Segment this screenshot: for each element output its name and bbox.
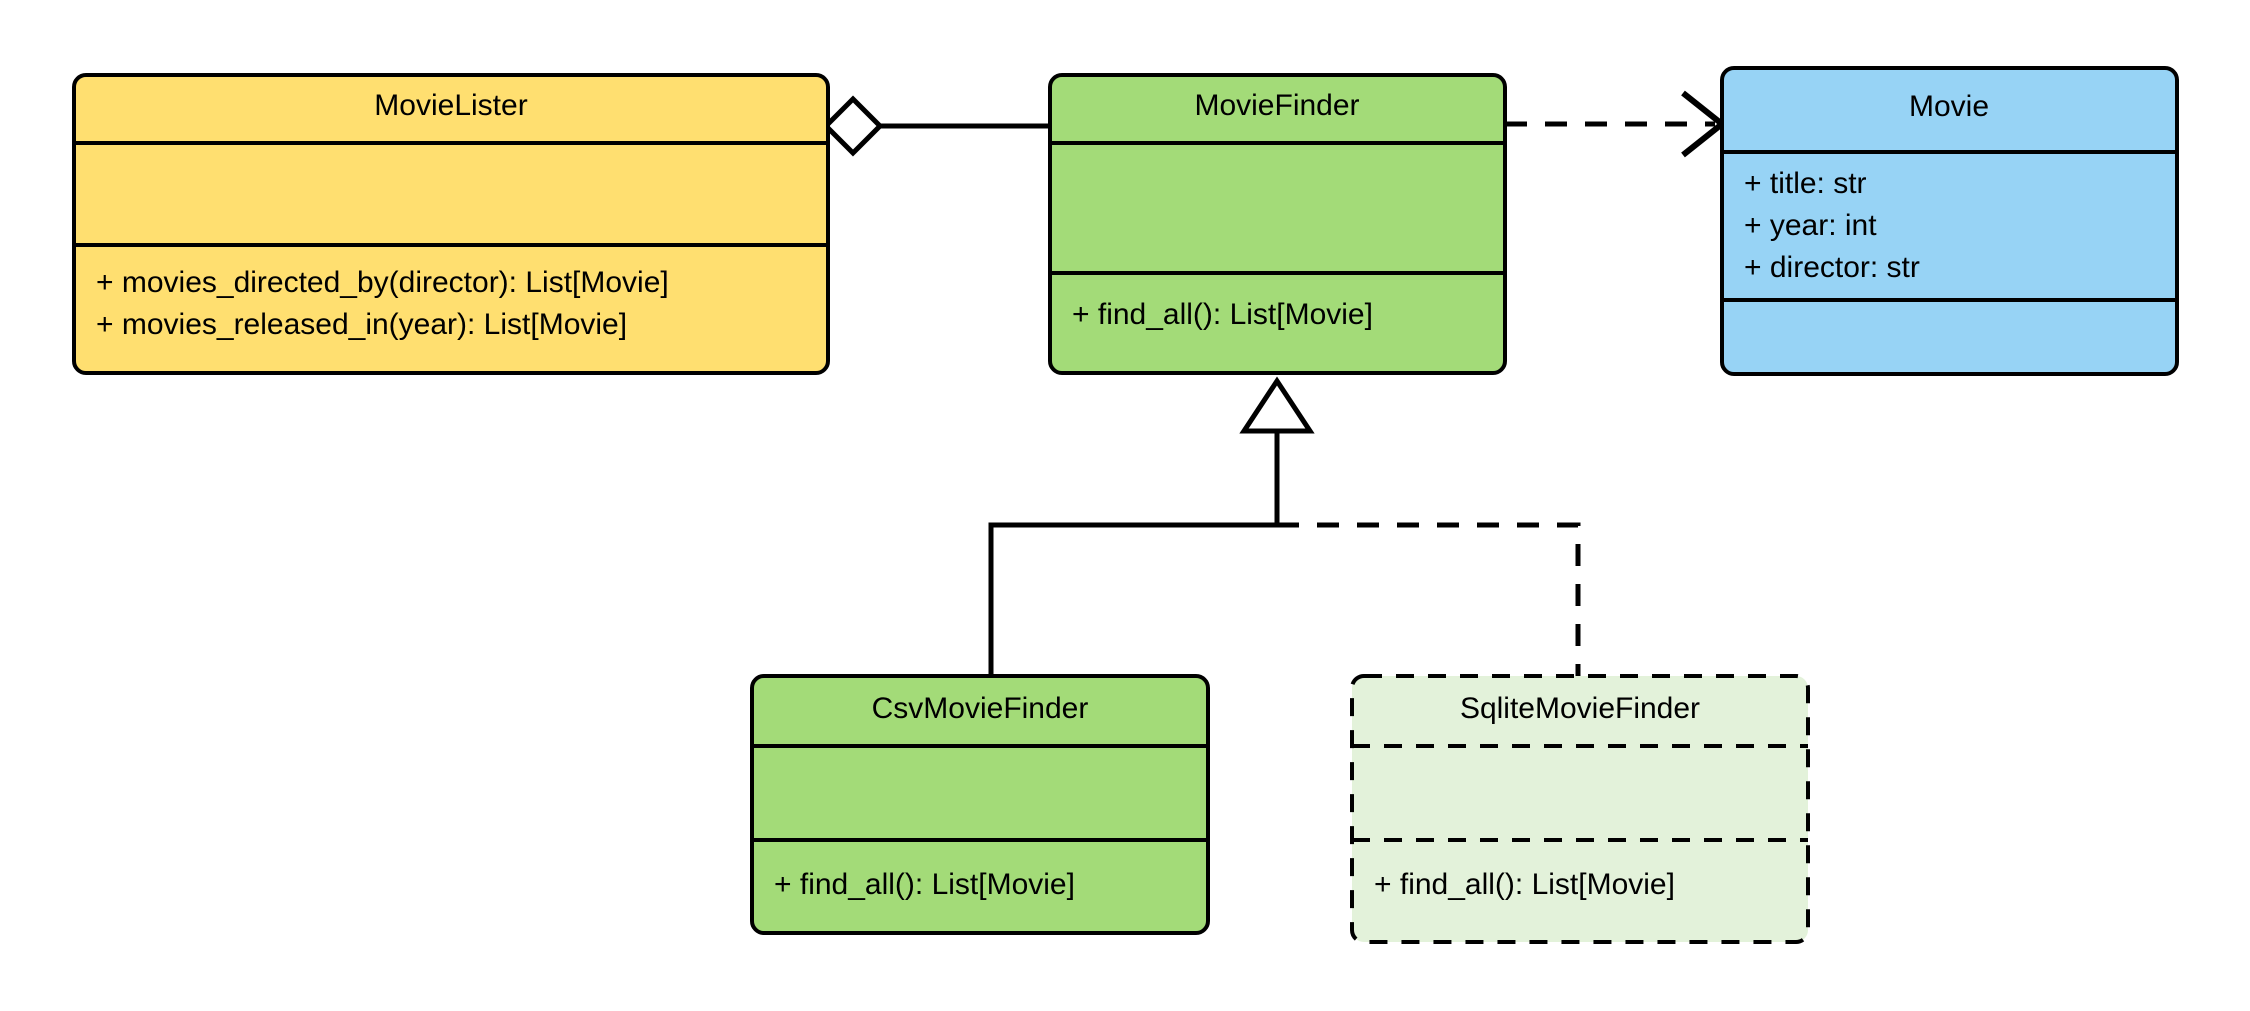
hollow-diamond-icon <box>822 95 884 157</box>
sqlite-movie-finder-method-0: + find_all(): List[Movie] <box>1374 868 1675 901</box>
class-box-movie-lister[interactable]: MovieLister + movies_directed_by(directo… <box>72 73 830 375</box>
relationship-generalization-sqlite[interactable] <box>1277 522 1581 676</box>
csv-movie-finder-method-0: + find_all(): List[Movie] <box>774 868 1075 901</box>
movie-lister-title: MovieLister <box>374 89 527 122</box>
movie-lister-body <box>72 73 830 375</box>
csv-movie-finder-title: CsvMovieFinder <box>872 692 1089 725</box>
movie-body <box>1720 66 2179 376</box>
movie-finder-title: MovieFinder <box>1194 89 1359 122</box>
movie-attribute-2: + director: str <box>1744 251 1920 284</box>
class-box-movie[interactable]: Movie + title: str + year: int + directo… <box>1720 66 2179 376</box>
class-box-sqlite-movie-finder[interactable]: SqliteMovieFinder + find_all(): List[Mov… <box>1350 674 1810 944</box>
relationship-dependency-finder-movie[interactable] <box>1505 90 1727 158</box>
relationship-generalization-trunk <box>1239 376 1315 525</box>
relationship-generalization-csv[interactable] <box>988 522 1277 676</box>
csv-movie-finder-body <box>750 674 1210 935</box>
sqlite-movie-finder-body <box>1350 674 1810 944</box>
movie-attribute-1: + year: int <box>1744 209 1877 242</box>
hollow-triangle-icon <box>1239 376 1315 434</box>
movie-lister-method-0: + movies_directed_by(director): List[Mov… <box>96 266 669 299</box>
movie-lister-method-1: + movies_released_in(year): List[Movie] <box>96 308 627 341</box>
sqlite-movie-finder-title: SqliteMovieFinder <box>1460 692 1700 725</box>
generalization-line-csv <box>988 522 1277 676</box>
movie-finder-body <box>1048 73 1507 375</box>
relationship-aggregation-lister-finder[interactable] <box>822 95 1050 157</box>
class-box-csv-movie-finder[interactable]: CsvMovieFinder + find_all(): List[Movie] <box>750 674 1210 935</box>
movie-finder-method-0: + find_all(): List[Movie] <box>1072 298 1373 331</box>
generalization-line-sqlite <box>1277 522 1581 676</box>
class-box-movie-finder[interactable]: MovieFinder + find_all(): List[Movie] <box>1048 73 1507 375</box>
open-arrow-icon <box>1681 90 1727 158</box>
movie-attribute-0: + title: str <box>1744 167 1867 200</box>
movie-title: Movie <box>1909 90 1989 123</box>
